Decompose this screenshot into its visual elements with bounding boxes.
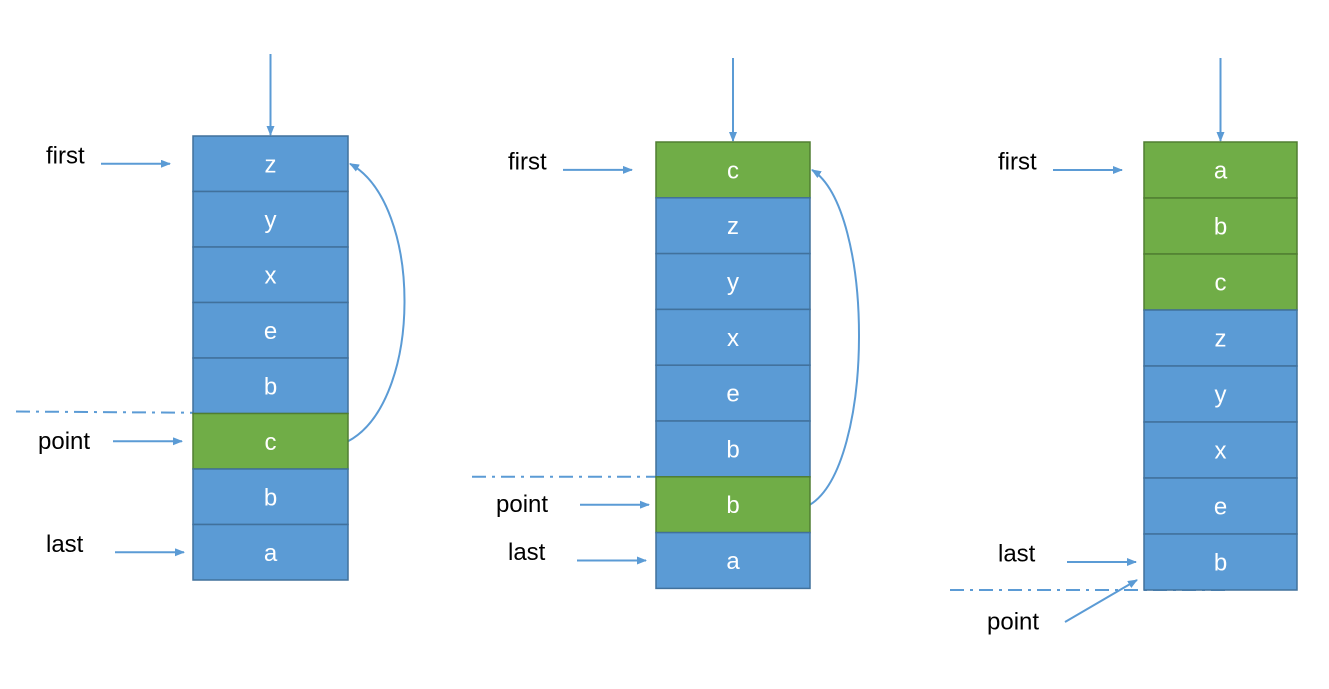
pointer-label-point: point	[496, 491, 548, 518]
cell-label: c	[727, 157, 739, 184]
rotate-curve-arrow	[347, 162, 406, 443]
stack-cell	[655, 197, 811, 255]
cell-label: b	[264, 484, 277, 511]
stack-cell	[1143, 365, 1298, 423]
cell-label: z	[265, 151, 277, 178]
cell-label: b	[1214, 214, 1227, 241]
stack-cell	[655, 531, 811, 590]
cell-label: e	[726, 381, 739, 408]
cell-label: e	[1214, 494, 1227, 521]
cell-label: b	[726, 436, 739, 463]
cell-label: x	[265, 262, 277, 289]
stack-1: z y x e b c b a	[192, 135, 349, 581]
cell-label: c	[1215, 270, 1227, 297]
stack-cell	[655, 476, 811, 534]
stack-cell	[192, 412, 349, 470]
pointer-label-first: first	[46, 142, 85, 169]
cell-label: e	[264, 318, 277, 345]
cell-label: x	[727, 325, 739, 352]
cell-label: b	[1214, 550, 1227, 577]
stack-cell	[655, 252, 811, 311]
cell-label: b	[726, 492, 739, 519]
labels-layer: first point last first point last first last poi…	[38, 142, 1039, 635]
stack-cell	[192, 357, 349, 415]
pointer-label-last: last	[998, 541, 1036, 568]
cell-label: z	[1215, 326, 1227, 353]
cell-label: a	[726, 548, 740, 575]
cells-layer: z y x e b c b a c z y x e b b a a b c z y x e b	[192, 135, 1298, 591]
cell-label: a	[1214, 158, 1228, 185]
cell-label: y	[1215, 382, 1227, 409]
stack-cell	[655, 308, 811, 366]
pointer-label-first: first	[508, 148, 547, 175]
cell-label: c	[265, 429, 277, 456]
cell-label: a	[264, 540, 278, 567]
stack-cell	[1143, 253, 1298, 311]
stack-cell	[1143, 141, 1298, 199]
stack-cell	[192, 246, 349, 304]
stack-cell	[192, 523, 349, 581]
rotate-curve-arrow	[809, 169, 860, 506]
stack-3: a b c z y x e b	[1143, 141, 1298, 591]
pointer-label-first: first	[998, 149, 1037, 176]
cell-label: x	[1215, 438, 1227, 465]
pointer-label-point: point	[38, 428, 90, 455]
cell-label: y	[727, 269, 739, 296]
stack-cell	[192, 135, 349, 193]
pointer-label-last: last	[508, 539, 546, 566]
pointer-arrow-point	[1064, 579, 1138, 623]
stack-cell	[655, 420, 811, 478]
stack-cell	[192, 190, 349, 248]
cell-label: z	[727, 213, 739, 240]
cell-label: b	[264, 373, 277, 400]
pointer-label-last: last	[46, 531, 84, 558]
stack-2: c z y x e b b a	[655, 141, 811, 590]
stack-cell	[655, 364, 811, 422]
stack-cell	[655, 141, 811, 199]
stack-cell	[192, 301, 349, 359]
pointer-label-point: point	[987, 609, 1039, 636]
cell-label: y	[265, 207, 277, 234]
stack-cell	[1143, 533, 1298, 591]
